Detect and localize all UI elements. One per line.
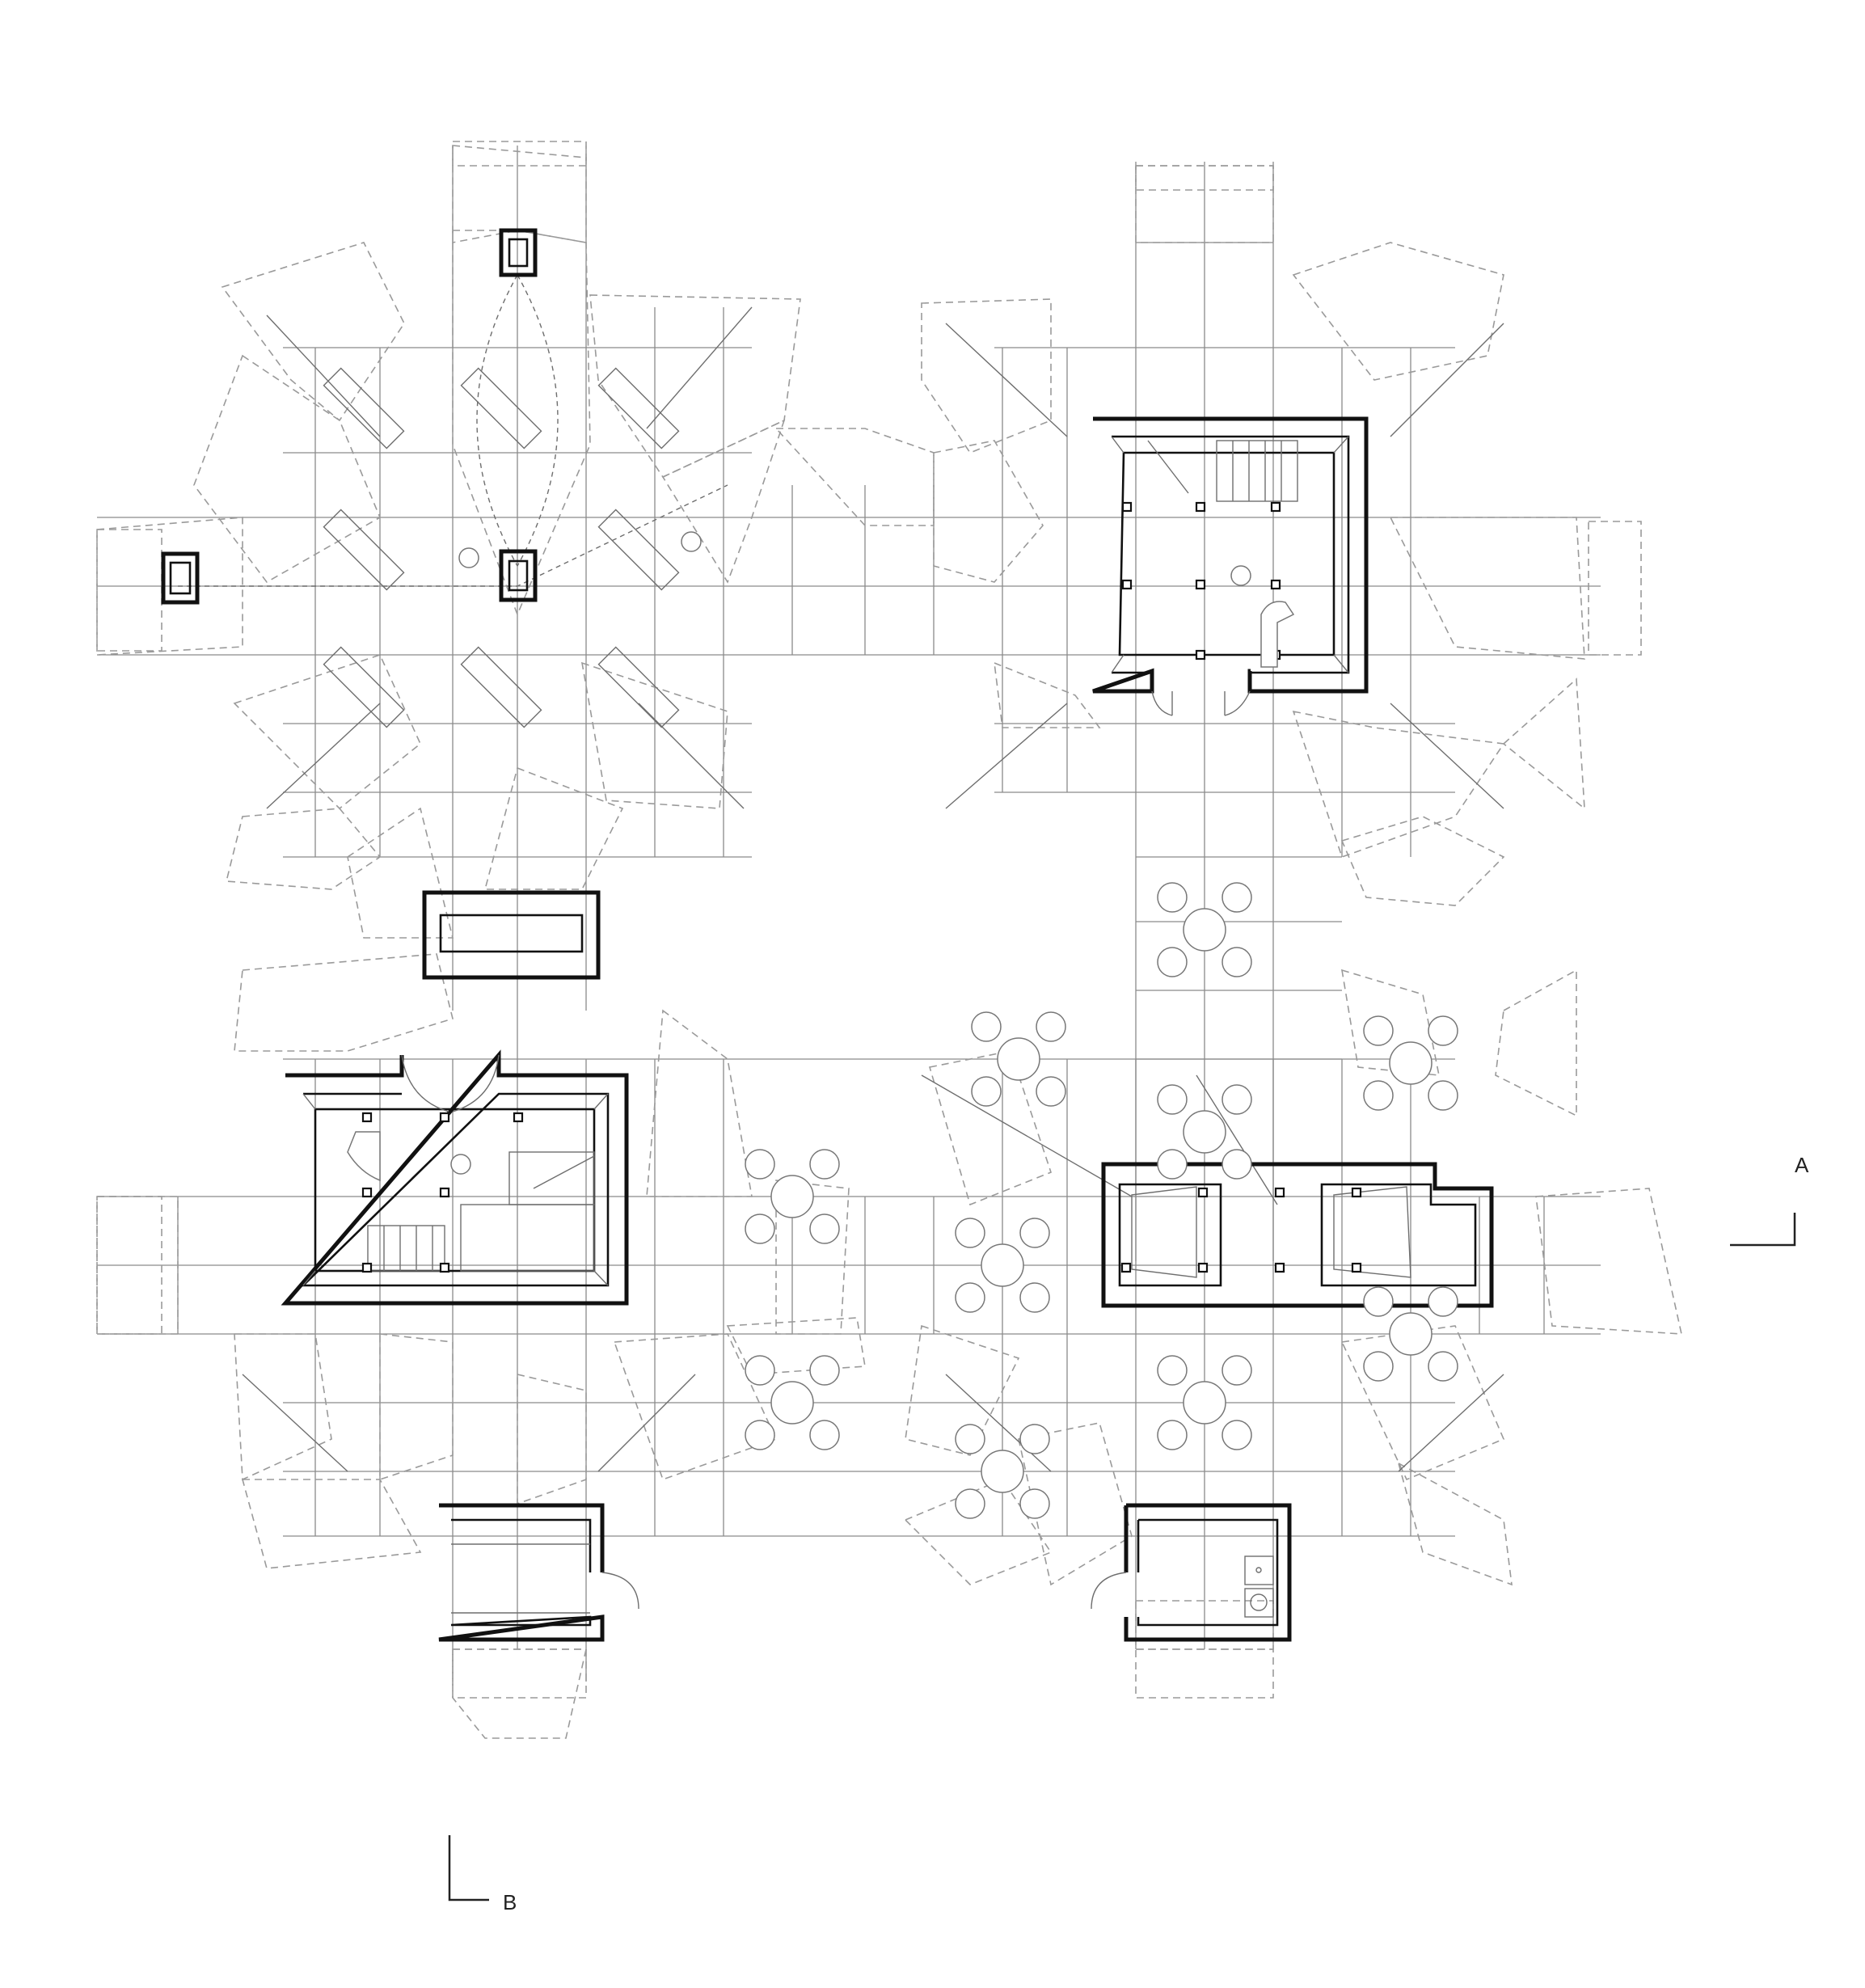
- structural-grid: [97, 146, 1601, 1682]
- bench-block: [422, 890, 601, 980]
- section-marker-a: A: [1730, 1153, 1809, 1247]
- person-figures: [458, 531, 702, 568]
- section-label-a: A: [1795, 1153, 1809, 1177]
- column-boxes: [161, 228, 538, 605]
- kiosk-bottom-right: [1091, 1503, 1292, 1642]
- pavilion-top-right: [1092, 416, 1369, 716]
- benches: [242, 306, 1504, 1472]
- pavilion-bottom-right: [1101, 1162, 1494, 1308]
- pavilion-bottom-left: [281, 1049, 629, 1306]
- cafe-tables: [745, 882, 1458, 1519]
- section-label-b: B: [503, 1890, 517, 1914]
- section-marker-b: B: [448, 1835, 517, 1914]
- kiosk-bottom-left: [438, 1503, 639, 1642]
- end-extensions: [96, 141, 1642, 1699]
- canopy-dashed-outlines: [96, 145, 1683, 1739]
- radial-arcs: [178, 274, 728, 587]
